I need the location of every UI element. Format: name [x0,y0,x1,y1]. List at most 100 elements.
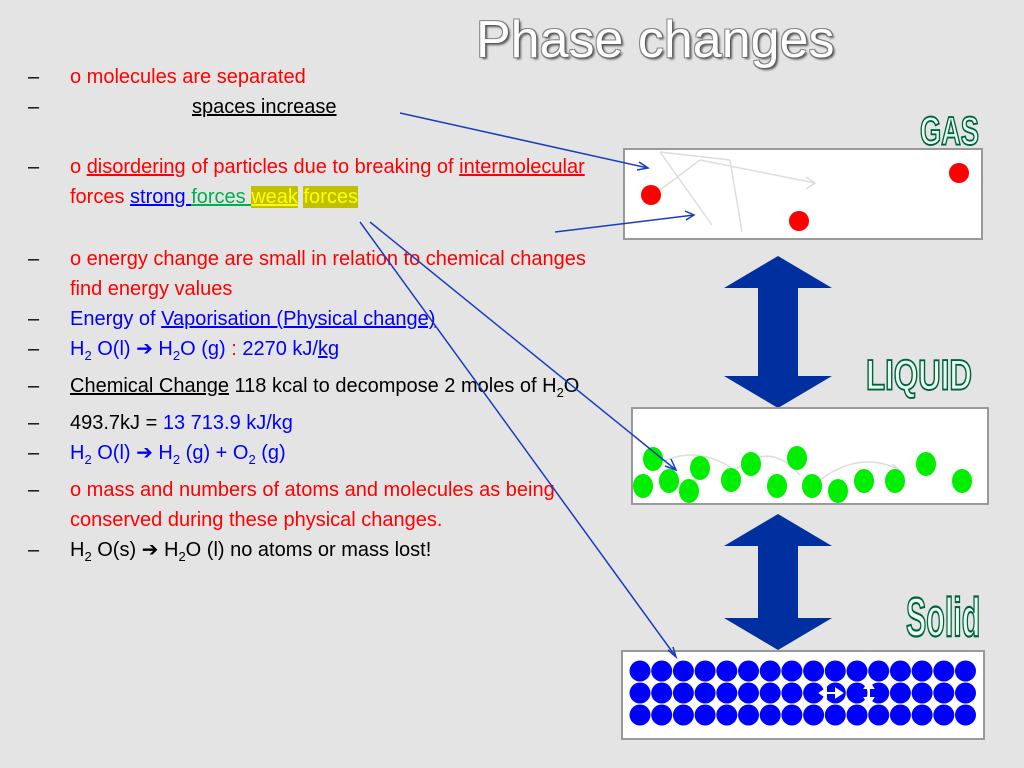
solid-particle [651,682,673,704]
bullet-text: (g) + O [180,442,249,464]
bullet-text: 13 713.9 kJ/kg [162,412,293,434]
liquid-label: LIQUID [865,351,973,400]
bullet-text: H [70,442,85,464]
solid-particle [694,704,716,726]
bullet-item: – o mass and numbers of atoms and molecul… [28,475,588,535]
bullet-dash: – [28,539,40,561]
bullet-text: Chemical Change [70,375,229,397]
bullet-dash: – [28,96,40,118]
bullet-text: O(l) ➔ H [91,442,173,464]
bullet-item: – o disordering of particles due to break… [28,152,588,212]
solid-particle [694,682,716,704]
bullet-text: 2 [172,348,181,363]
solid-particle [889,682,911,704]
liquid-particles [633,446,972,503]
solid-label: Solid [905,587,981,650]
solid-particle [824,704,846,726]
solid-particles [629,660,976,726]
bullet-item: – spaces increase [28,92,588,122]
solid-particle [955,682,976,704]
solid-particle [738,682,759,704]
gas-particle [949,163,969,183]
bullet-text: 2 [178,549,186,564]
solid-particle [933,704,955,726]
solid-particle [846,660,868,682]
solid-particle [803,704,825,726]
solid-particle [933,682,955,704]
bullet-text: O (l) no atoms or mass lost! [185,539,432,561]
bullet-text: kg [317,338,340,360]
solid-particle [889,704,911,726]
bullet-text: o mass and numbers of atoms and molecule… [70,479,555,531]
bullet-text: strong [130,186,192,208]
solid-particle [846,704,868,726]
bullet-item: –o molecules are separated [28,62,588,92]
solid-particle [824,660,846,682]
bullet-item: –H2 O(l) ➔ H2 (g) + O2 (g) [28,438,588,475]
bullet-item: – o energy change are small in relation t… [28,244,588,304]
solid-particle [629,682,651,704]
bullet-dash: – [28,375,40,397]
solid-particle [716,660,738,682]
solid-particle [911,660,933,682]
solid-particle [846,682,868,704]
solid-particle [781,660,803,682]
solid-particle [716,704,738,726]
solid-particle [672,682,694,704]
bullet-dash: – [28,479,40,501]
solid-particle [738,660,759,682]
bullet-text: 2 [84,452,92,467]
solid-particle [911,682,933,704]
bullet-text: O (g) [180,338,232,360]
bullet-text: spaces increase [192,96,337,118]
bullet-text: O(s) ➔ H [91,539,179,561]
bullet-text: o [70,156,87,178]
bullet-text: Vaporisation (Physical change) [161,308,436,330]
gas-motion-lines [659,151,817,233]
bullet-item: – Energy of Vaporisation (Physical change… [28,304,588,334]
solid-particle [651,660,673,682]
bullet-text: of particles due to breaking of [185,156,460,178]
solid-particle [738,704,759,726]
bullet-list: –o molecules are separated–spaces increa… [28,62,588,572]
solid-particle [781,682,803,704]
pointer-lines [359,112,696,660]
vibration-arrows [818,680,875,706]
solid-particle [781,704,803,726]
bullet-dash: – [28,156,40,178]
solid-particle [629,660,651,682]
bullet-dash: – [28,308,40,330]
solid-particle [868,660,890,682]
liquid-solid-double-arrow [724,514,832,650]
solid-particle [651,704,673,726]
solid-particle [911,704,933,726]
solid-particle [759,660,781,682]
bullet-text: disordering [86,156,186,178]
bullet-text: 493.7kJ = [70,412,163,434]
solid-particle [759,682,781,704]
bullet-text: intermolecular [459,156,585,178]
solid-particle [759,704,781,726]
solid-particle [672,704,694,726]
bullet-text: forces [70,186,131,208]
solid-particle [803,660,825,682]
bullet-text: (g) [255,442,286,464]
bullet-text: 2 [84,549,92,564]
bullet-text: 2 [84,348,92,363]
bullet-dash: – [28,66,40,88]
solid-particle [889,660,911,682]
bullet-dash: – [28,248,40,270]
bullet-text: forces [303,186,358,208]
gas-label: GAS [919,107,979,154]
bullet-text: : [231,338,243,360]
bullet-text: 2 [556,385,564,400]
bullet-dash: – [28,412,40,434]
solid-particle [955,660,976,682]
bullet-text: forces [191,186,252,208]
bullet-text: Energy of [70,308,162,330]
bullet-dash: – [28,442,40,464]
bullet-text: o energy change are small in relation to… [70,248,586,300]
solid-particle [868,704,890,726]
